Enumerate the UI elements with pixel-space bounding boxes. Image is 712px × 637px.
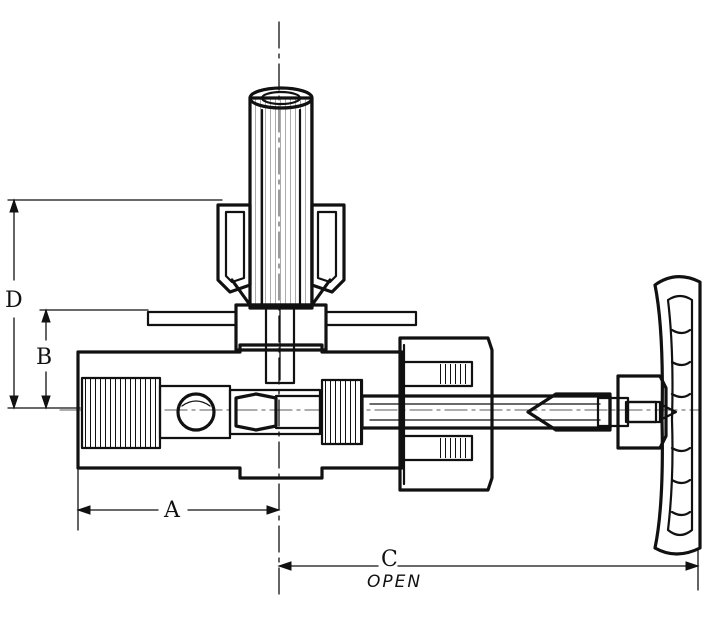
valve-stem bbox=[360, 392, 658, 432]
dimension-b-label: B bbox=[36, 345, 52, 370]
handwheel bbox=[616, 275, 702, 556]
valve-body bbox=[76, 343, 404, 480]
inlet-tube bbox=[248, 86, 314, 310]
dimension-d-label: D bbox=[5, 288, 23, 313]
dimension-c-note: OPEN bbox=[367, 572, 422, 592]
bonnet-nut bbox=[398, 336, 494, 492]
dimension-a: A bbox=[76, 469, 281, 531]
dimension-a-label: A bbox=[163, 498, 181, 523]
center-lines bbox=[59, 21, 701, 599]
dimension-b: B bbox=[36, 308, 149, 410]
mounting-panel bbox=[146, 310, 418, 327]
dimension-d: D bbox=[5, 198, 223, 410]
dimension-c-label: C bbox=[381, 547, 398, 572]
dimension-c: C OPEN bbox=[277, 547, 700, 592]
